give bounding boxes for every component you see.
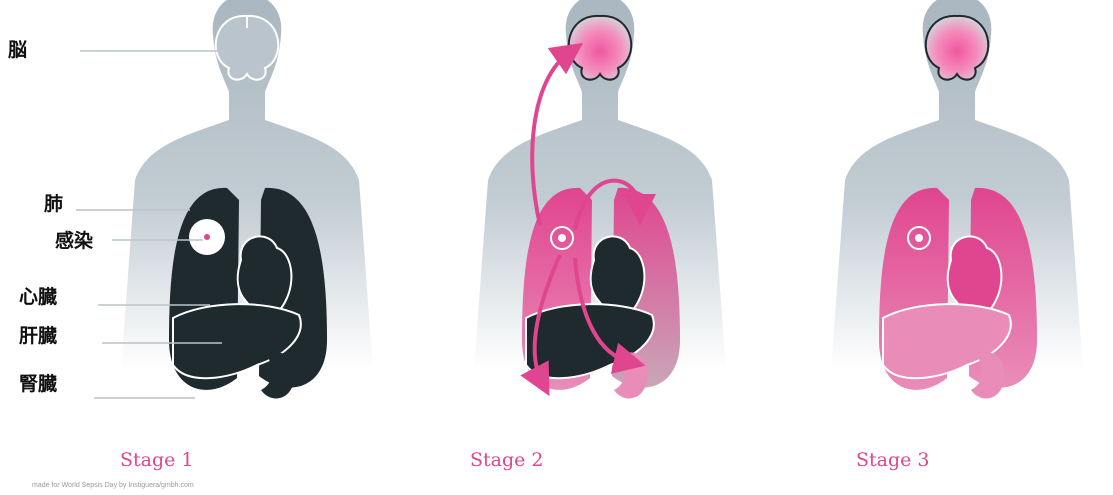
figure-stage-1 (121, 0, 373, 398)
label-kidney: 腎臓 (19, 375, 57, 394)
label-brain: 脳 (8, 41, 27, 60)
label-lung: 肺 (44, 195, 63, 214)
infection-core (915, 234, 923, 242)
label-heart: 心臓 (19, 288, 57, 307)
stage-2-caption: Stage 2 (470, 449, 544, 471)
label-liver: 肝臓 (19, 327, 57, 346)
stage-3-caption: Stage 3 (856, 449, 930, 471)
figure-stage-2 (474, 0, 726, 398)
infection-core (558, 234, 566, 242)
credit-text: made for World Sepsis Day by Instiguera/… (32, 482, 194, 489)
infection-dot (204, 234, 210, 240)
stage-1-caption: Stage 1 (120, 449, 194, 471)
figure-stage-3 (831, 0, 1083, 398)
label-infection: 感染 (55, 232, 93, 251)
